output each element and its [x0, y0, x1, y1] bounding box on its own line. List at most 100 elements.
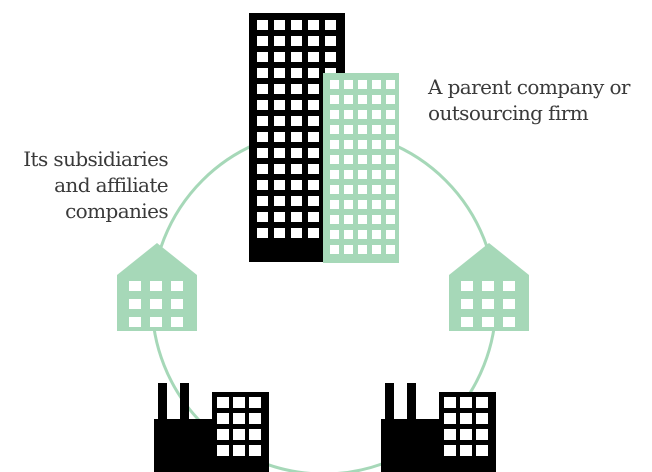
window: [308, 36, 319, 46]
window: [150, 281, 162, 291]
window: [217, 413, 229, 424]
window: [476, 397, 488, 408]
window: [372, 140, 381, 149]
window: [330, 200, 339, 209]
window: [372, 185, 381, 194]
window: [358, 200, 367, 209]
window: [372, 230, 381, 239]
window: [358, 110, 367, 119]
window: [325, 20, 336, 30]
window: [325, 36, 336, 46]
window: [274, 52, 285, 62]
window: [461, 317, 473, 327]
window: [291, 148, 302, 158]
window: [233, 445, 245, 456]
window: [344, 80, 353, 89]
window: [460, 397, 472, 408]
window: [344, 110, 353, 119]
window: [444, 445, 456, 456]
window: [291, 100, 302, 110]
window: [257, 68, 268, 78]
window: [129, 299, 141, 309]
window: [330, 155, 339, 164]
window: [372, 95, 381, 104]
window: [257, 228, 268, 238]
window: [461, 299, 473, 309]
window: [386, 155, 395, 164]
window: [344, 215, 353, 224]
window: [386, 200, 395, 209]
window: [274, 132, 285, 142]
window: [257, 20, 268, 30]
window: [344, 230, 353, 239]
window: [461, 281, 473, 291]
window: [386, 215, 395, 224]
subsidiaries-label-line2: and affiliate: [54, 173, 168, 197]
window: [330, 245, 339, 254]
window: [344, 185, 353, 194]
window: [358, 170, 367, 179]
window: [386, 125, 395, 134]
window: [330, 80, 339, 89]
window: [344, 95, 353, 104]
window: [249, 445, 261, 456]
window: [330, 110, 339, 119]
window: [503, 299, 515, 309]
window: [257, 148, 268, 158]
window: [257, 196, 268, 206]
window: [344, 245, 353, 254]
window: [291, 20, 302, 30]
window: [249, 413, 261, 424]
window: [460, 429, 472, 440]
window: [444, 397, 456, 408]
subsidiary-house-left-icon: [117, 243, 197, 331]
window: [217, 429, 229, 440]
window: [386, 80, 395, 89]
window: [358, 125, 367, 134]
window: [129, 317, 141, 327]
window: [476, 429, 488, 440]
window: [257, 212, 268, 222]
window: [330, 185, 339, 194]
window: [291, 180, 302, 190]
window: [386, 140, 395, 149]
window: [444, 429, 456, 440]
window: [344, 170, 353, 179]
window: [386, 245, 395, 254]
window: [291, 116, 302, 126]
subsidiaries-label: Its subsidiaries and affiliate companies: [23, 146, 168, 224]
window: [308, 84, 319, 94]
window: [171, 299, 183, 309]
window: [129, 281, 141, 291]
parent-company-label-line1: A parent company or: [428, 75, 630, 99]
window: [233, 413, 245, 424]
window: [344, 155, 353, 164]
window: [233, 397, 245, 408]
window: [217, 445, 229, 456]
window: [249, 429, 261, 440]
window: [150, 299, 162, 309]
parent-tower-green-icon: [323, 73, 399, 263]
window: [274, 84, 285, 94]
window: [274, 100, 285, 110]
factory-right-icon: [381, 383, 496, 472]
window: [291, 52, 302, 62]
window: [291, 84, 302, 94]
window: [308, 132, 319, 142]
window: [330, 140, 339, 149]
window: [274, 148, 285, 158]
window: [325, 52, 336, 62]
window: [358, 155, 367, 164]
window: [330, 215, 339, 224]
window: [308, 196, 319, 206]
window: [358, 140, 367, 149]
window: [249, 397, 261, 408]
window: [460, 413, 472, 424]
window: [372, 110, 381, 119]
subsidiaries-label-line3: companies: [65, 199, 169, 223]
window: [330, 170, 339, 179]
window: [308, 228, 319, 238]
window: [257, 116, 268, 126]
window: [291, 164, 302, 174]
window: [330, 230, 339, 239]
